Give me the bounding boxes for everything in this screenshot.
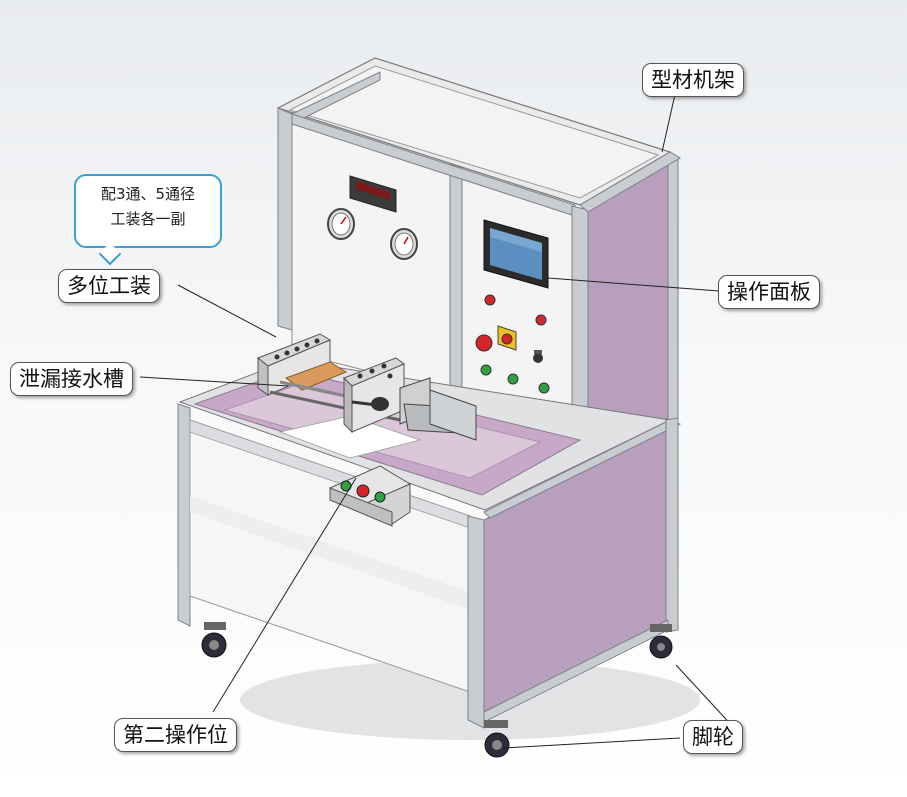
rotary-switch-icon <box>533 350 543 363</box>
tooling-note-line2: 工装各一副 <box>110 210 186 228</box>
middle-divider <box>449 163 463 401</box>
pressure-gauge-icon <box>327 208 355 240</box>
back-right-leg <box>665 417 679 633</box>
drain-tray-opening <box>278 415 422 459</box>
tooling-note-line1: 配3通、5通径 <box>100 185 196 203</box>
caster-wheel-icon <box>201 622 227 658</box>
caster-wheel-icon <box>484 720 510 758</box>
tooling-note: 配3通、5通径 工装各一副 <box>74 174 222 248</box>
touch-screen-icon <box>483 219 549 289</box>
lower-side-frame <box>483 419 682 519</box>
caster-wheel-icon <box>649 624 673 659</box>
second-station-box <box>328 465 412 527</box>
pressure-gauge-icon <box>390 228 418 260</box>
side-frame-top <box>579 151 681 213</box>
cabinet-top-frame <box>288 65 660 199</box>
left-post <box>277 107 293 331</box>
label-casters: 脚轮 <box>683 720 743 754</box>
label-control-panel: 操作面板 <box>718 275 820 309</box>
emergency-stop-icon <box>475 325 517 352</box>
label-profile-frame: 型材机架 <box>642 63 744 97</box>
front-right-leg <box>467 515 485 729</box>
digital-display-icon <box>349 175 397 213</box>
lower-interior <box>190 496 470 610</box>
side-frame-right <box>667 157 679 425</box>
label-second-station: 第二操作位 <box>114 718 237 752</box>
control-buttons <box>480 294 550 394</box>
pneumatic-cylinder <box>351 377 477 441</box>
leader-lines <box>139 89 737 749</box>
front-left-leg <box>177 403 191 627</box>
label-leak-drain-tray: 泄漏接水槽 <box>10 362 133 396</box>
label-multi-station-fixture: 多位工装 <box>58 269 160 303</box>
